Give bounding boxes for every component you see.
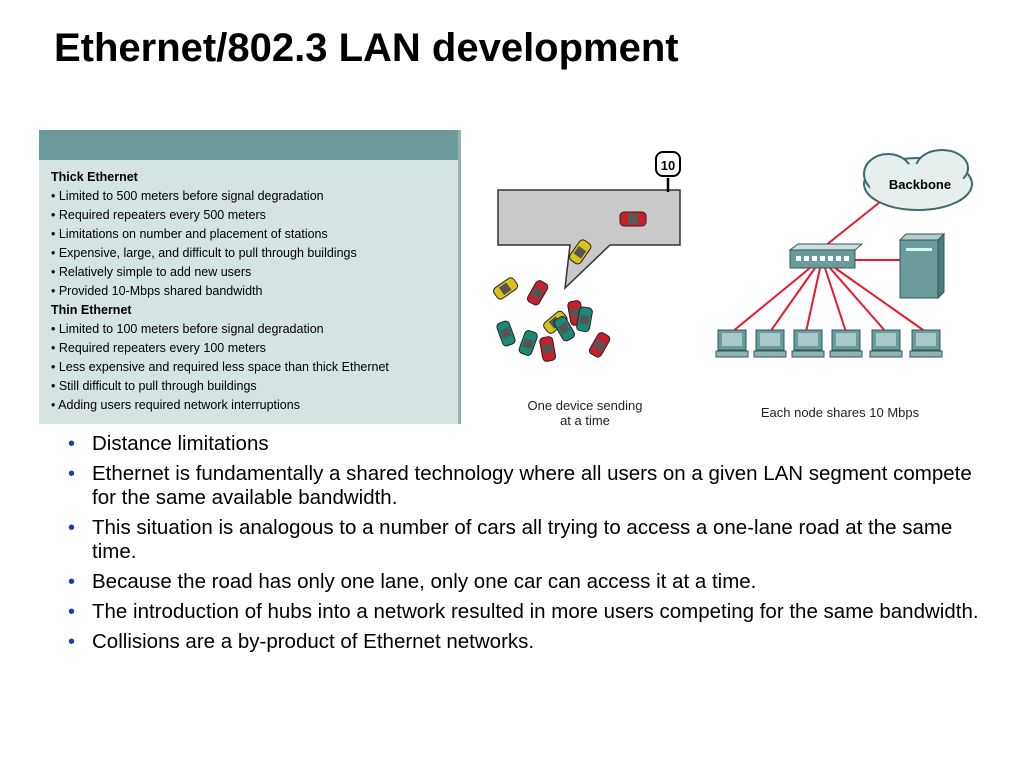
one-lane-road-figure: 10 [493, 151, 681, 362]
thin-item: • Less expensive and required less space… [51, 360, 389, 374]
car-icon [518, 330, 538, 356]
speed-sign-icon [655, 151, 681, 177]
thin-item: • Adding users required network interrup… [51, 398, 300, 412]
car-icon [496, 320, 516, 347]
thick-item: • Expensive, large, and difficult to pul… [51, 246, 357, 260]
list-item: • Distance limitations [60, 432, 1000, 456]
thick-item: • Required repeaters every 500 meters [51, 208, 266, 222]
backbone-cloud-icon [863, 149, 973, 211]
pc-icon [829, 329, 863, 358]
list-item: • Ethernet is fundamentally a shared tech… [60, 462, 1000, 510]
thin-item: • Required repeaters every 100 meters [51, 341, 266, 355]
list-item: • Because the road has only one lane, onl… [60, 570, 1000, 594]
list-item: • The introduction of hubs into a network… [60, 600, 1000, 624]
network-figure-caption: Each node shares 10 Mbps [760, 405, 920, 420]
bullet-icon: • [68, 517, 76, 539]
thick-item: • Limited to 500 meters before signal de… [51, 189, 324, 203]
road-shape [497, 189, 681, 290]
bullet-text: Distance limitations [92, 432, 269, 455]
thick-item: • Provided 10-Mbps shared bandwidth [51, 284, 263, 298]
pc-icon [753, 329, 787, 358]
car-icon [493, 277, 519, 300]
bullet-text: Collisions are a by-product of Ethernet … [92, 630, 535, 653]
thin-item: • Still difficult to pull through buildi… [51, 379, 257, 393]
bullet-text: This situation is analogous to a number … [92, 516, 953, 563]
car-icon [576, 306, 593, 333]
speed-sign-label: 10 [661, 158, 675, 173]
pc-icon [869, 329, 903, 358]
road-caption-line1: One device sending [527, 398, 643, 413]
thick-ethernet-heading: Thick Ethernet [51, 170, 138, 184]
ethernet-comparison-panel: Thick Ethernet • Limited to 500 meters b… [39, 130, 461, 424]
server-icon [898, 232, 946, 300]
car-icon [588, 332, 611, 358]
thin-item: • Limited to 100 meters before signal de… [51, 322, 324, 336]
shared-hub-network-figure: Backbone [715, 149, 973, 358]
bullet-icon: • [68, 631, 76, 653]
bullet-icon: • [68, 601, 76, 623]
backbone-link [819, 201, 881, 251]
pc-icon [715, 329, 749, 358]
bullet-text: The introduction of hubs into a network … [92, 600, 979, 623]
bullet-list: • Distance limitations • Ethernet is funda… [60, 432, 1000, 660]
list-item: • Collisions are a by-product of Ethernet… [60, 630, 1000, 654]
slide-title: Ethernet/802.3 LAN development [54, 26, 679, 70]
bullet-icon: • [68, 571, 76, 593]
bullet-text: Ethernet is fundamentally a shared techn… [92, 462, 972, 509]
road-caption-line2: at a time [560, 413, 610, 428]
hub-icon [788, 243, 864, 269]
car-icon [619, 211, 647, 227]
thick-item: • Limitations on number and placement of… [51, 227, 328, 241]
pc-icon [791, 329, 825, 358]
panel-header-bar [39, 130, 458, 160]
car-icon [539, 336, 557, 362]
car-icon [569, 239, 592, 265]
pc-icon [909, 329, 943, 358]
thin-ethernet-heading: Thin Ethernet [51, 303, 132, 317]
list-item: • This situation is analogous to a number… [60, 516, 1000, 564]
bullet-icon: • [68, 463, 76, 485]
bullet-text: Because the road has only one lane, only… [92, 570, 757, 593]
backbone-label: Backbone [889, 177, 951, 192]
bullet-icon: • [68, 433, 76, 455]
car-icon [553, 315, 576, 342]
road-figure-caption: One device sending at a time [500, 398, 670, 428]
thick-item: • Relatively simple to add new users [51, 265, 252, 279]
car-icon [526, 280, 549, 306]
node-links [731, 259, 927, 333]
